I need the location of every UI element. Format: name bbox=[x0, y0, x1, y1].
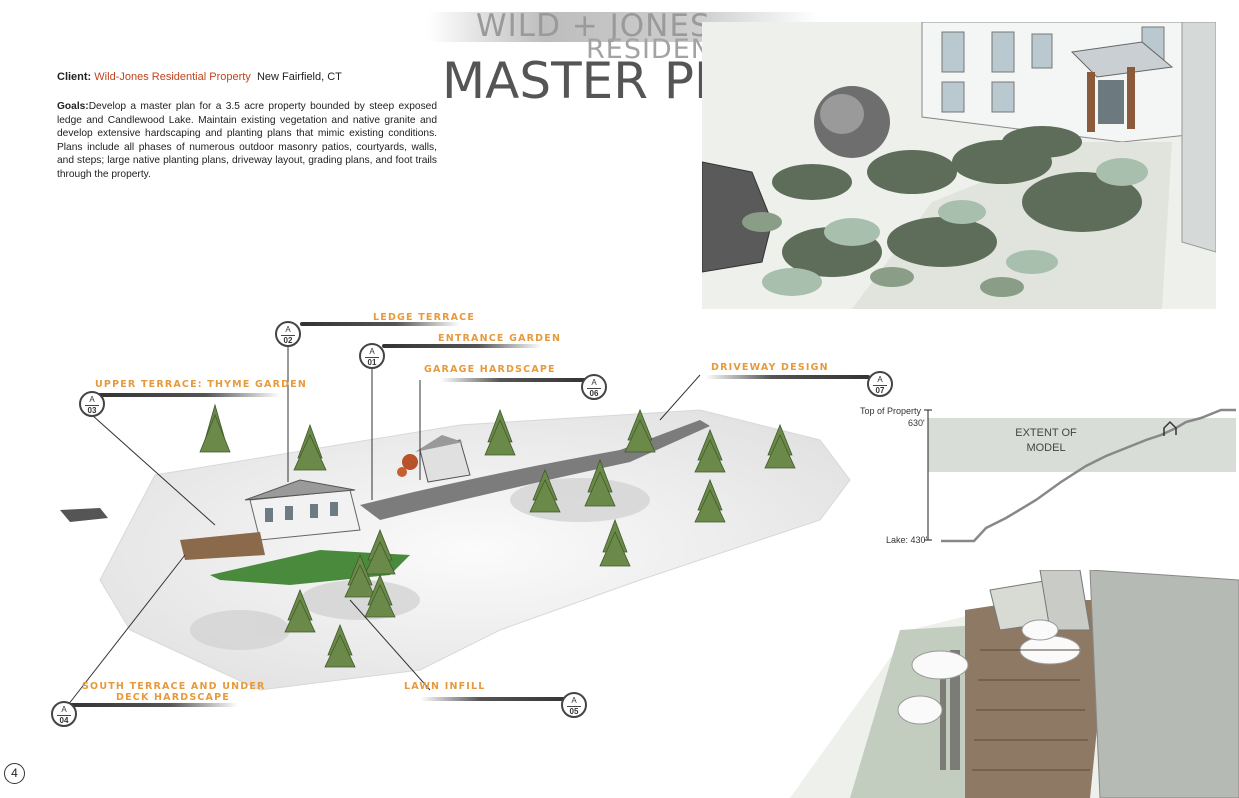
badge-sheet: A bbox=[365, 347, 379, 358]
extent-line-2: MODEL bbox=[1026, 442, 1066, 454]
goals-label: Goals: bbox=[57, 101, 89, 112]
page-number: 4 bbox=[4, 763, 25, 784]
lake-elevation: Lake: 430' bbox=[886, 535, 928, 545]
callout-bar-lawn-infill bbox=[420, 697, 570, 701]
badge-number: 03 bbox=[87, 406, 97, 415]
title-wild-jones: WILD + JONES bbox=[476, 8, 711, 44]
callout-bar-entrance bbox=[382, 344, 542, 348]
callout-upper-terrace-badge[interactable]: A 03 bbox=[79, 391, 105, 417]
badge-sheet: A bbox=[587, 378, 601, 389]
extent-line-1: EXTENT OF bbox=[1015, 427, 1077, 439]
badge-number: 05 bbox=[569, 707, 579, 716]
callout-garage-hardscape-badge[interactable]: A 06 bbox=[581, 374, 607, 400]
badge-sheet: A bbox=[567, 696, 581, 707]
callout-south-terrace-badge[interactable]: A 04 bbox=[51, 701, 77, 727]
callout-ledge-terrace-badge[interactable]: A 02 bbox=[275, 321, 301, 347]
callout-bar-garage bbox=[440, 378, 590, 382]
callout-bar-driveway bbox=[705, 375, 870, 379]
top-elevation: 630' bbox=[908, 418, 925, 428]
client-label: Client: bbox=[57, 71, 92, 83]
callout-driveway-design-label: DRIVEWAY DESIGN bbox=[711, 362, 829, 373]
callout-driveway-design-badge[interactable]: A 07 bbox=[867, 371, 893, 397]
badge-number: 06 bbox=[589, 389, 599, 398]
client-name: Wild-Jones Residential Property bbox=[94, 71, 251, 83]
extent-of-model-label: EXTENT OF MODEL bbox=[966, 426, 1126, 456]
badge-number: 02 bbox=[283, 336, 293, 345]
terrace-rendering bbox=[790, 570, 1239, 798]
client-location: New Fairfield, CT bbox=[256, 71, 342, 83]
callout-entrance-garden-badge[interactable]: A 01 bbox=[359, 343, 385, 369]
entrance-rendering bbox=[702, 22, 1216, 309]
callout-lawn-infill-label: LAWN INFILL bbox=[404, 681, 486, 692]
callout-south-terrace-label-2: DECK HARDSCAPE bbox=[116, 692, 230, 703]
badge-sheet: A bbox=[281, 325, 295, 336]
badge-number: 07 bbox=[875, 386, 885, 395]
callout-south-terrace-label: SOUTH TERRACE AND UNDER bbox=[82, 681, 266, 692]
callout-entrance-garden-label: ENTRANCE GARDEN bbox=[438, 333, 562, 344]
callout-lawn-infill-badge[interactable]: A 05 bbox=[561, 692, 587, 718]
callout-garage-hardscape-label: GARAGE HARDSCAPE bbox=[424, 364, 556, 375]
badge-number: 01 bbox=[367, 358, 377, 367]
callout-bar-ledge bbox=[300, 322, 460, 326]
section-profile bbox=[924, 408, 1236, 543]
badge-sheet: A bbox=[57, 705, 71, 716]
section-diagram: EXTENT OF MODEL Top of Property 630' Lak… bbox=[856, 400, 1236, 560]
extent-of-model-band bbox=[928, 418, 1236, 472]
callout-bar-upper-terrace bbox=[95, 393, 280, 397]
badge-sheet: A bbox=[873, 375, 887, 386]
badge-sheet: A bbox=[85, 395, 99, 406]
goals-text: Develop a master plan for a 3.5 acre pro… bbox=[57, 101, 437, 180]
callout-upper-terrace-label: UPPER TERRACE: THYME GARDEN bbox=[95, 379, 308, 390]
goals-paragraph: Goals:Develop a master plan for a 3.5 ac… bbox=[57, 100, 437, 182]
callout-ledge-terrace-label: LEDGE TERRACE bbox=[373, 312, 476, 323]
badge-number: 04 bbox=[59, 716, 69, 725]
client-line: Client: Wild-Jones Residential Property … bbox=[57, 71, 342, 83]
top-of-property-label: Top of Property bbox=[860, 406, 922, 416]
callout-bar-south-terrace bbox=[68, 703, 238, 707]
